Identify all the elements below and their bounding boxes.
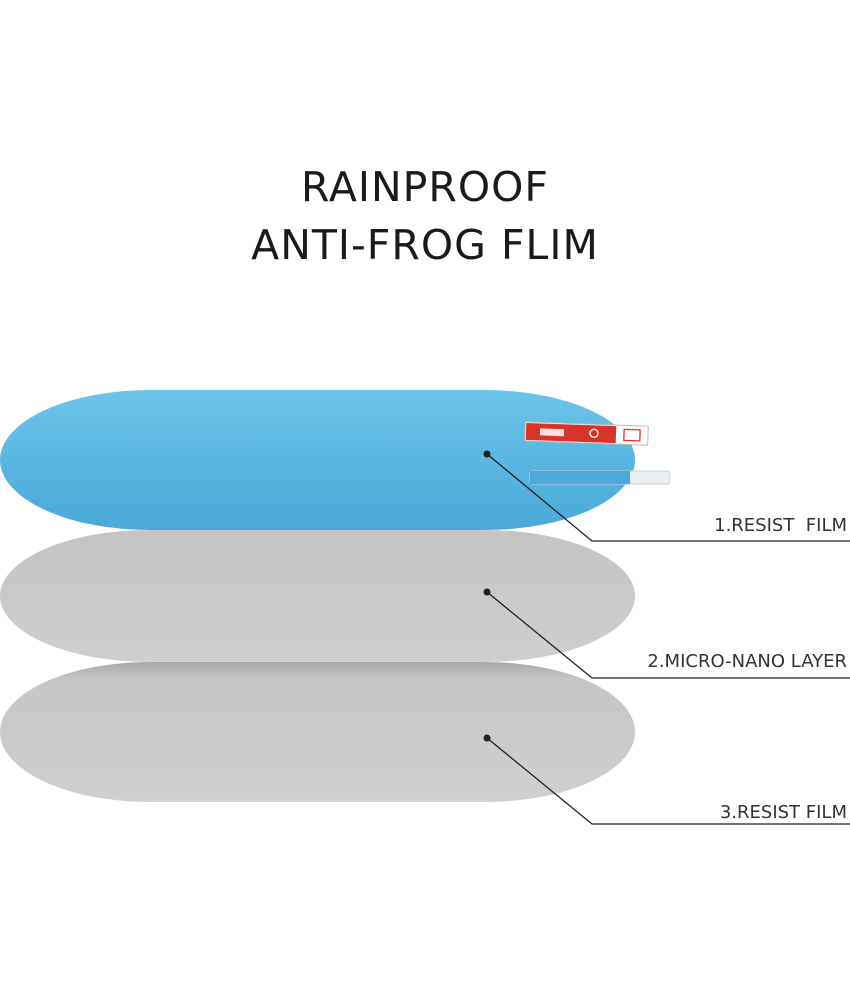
title-block: RAINPROOF ANTI-FROG FLIM — [0, 158, 850, 274]
label-layer-3: 3.RESIST FILM — [720, 802, 847, 823]
peel-tab-film — [530, 471, 630, 484]
leader-line-3 — [486, 737, 850, 825]
label-layer-2: 2.MICRO-NANO LAYER — [647, 651, 847, 672]
title-line-2: ANTI-FROG FLIM — [251, 221, 599, 269]
title-line-1: RAINPROOF — [301, 163, 549, 211]
label-layer-1: 1.RESIST FILM — [714, 515, 847, 536]
layer-1-resist-film — [0, 390, 671, 530]
layer-2-micro-nano-layer — [0, 530, 635, 662]
leader-line-2 — [486, 591, 850, 679]
sticker-icon — [524, 421, 649, 446]
leader-line-1 — [486, 453, 850, 542]
